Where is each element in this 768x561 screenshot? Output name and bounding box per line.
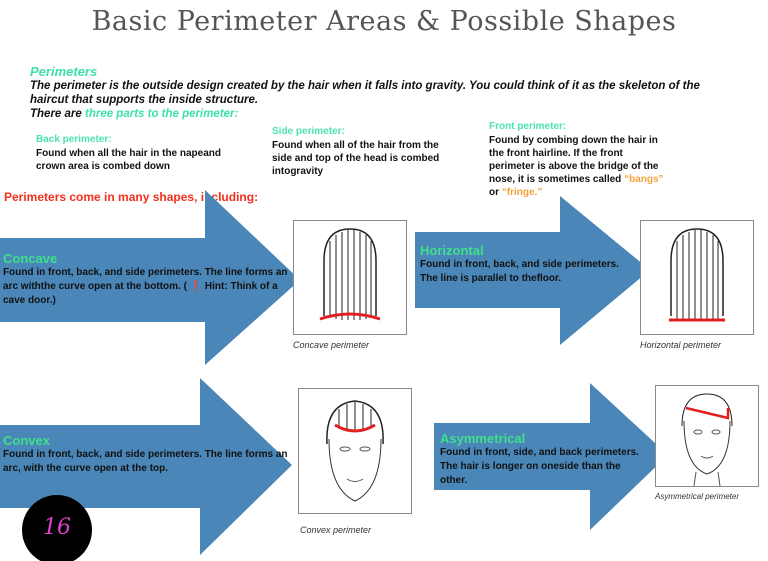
hair-back-concave-icon <box>319 228 381 321</box>
asymmetrical-body: Found in front, side, and back perimeter… <box>440 447 639 486</box>
or-text: or <box>489 187 502 198</box>
convex-caption: Convex perimeter <box>300 525 372 535</box>
concave-hint: Hint: Think of a cave door.) <box>3 281 278 306</box>
asymmetrical-illustration <box>655 385 759 487</box>
page-number-badge: 16 <box>22 495 92 561</box>
side-perimeter: Side perimeter: Found when all of the ha… <box>272 126 447 178</box>
convex-text: Convex Found in front, back, and side pe… <box>3 434 298 476</box>
concave-illustration <box>293 220 407 335</box>
asymmetrical-caption: Asymmetrical perimeter <box>655 492 740 501</box>
intro-heading: Perimeters <box>30 64 98 79</box>
front-perimeter-heading: Front perimeter: <box>489 121 567 132</box>
concave-body: Found in front, back, and side perimeter… <box>3 267 288 292</box>
hair-back-horizontal-icon <box>669 228 725 322</box>
asymmetrical-arrow <box>434 383 668 530</box>
concave-caption: Concave perimeter <box>293 340 370 350</box>
asymmetrical-text: Asymmetrical Found in front, side, and b… <box>440 432 645 488</box>
back-perimeter: Back perimeter: Found when all the hair … <box>36 134 226 173</box>
parts-highlight: three parts to the perimeter: <box>84 108 239 120</box>
horizontal-arrow <box>415 196 650 345</box>
front-perimeter: Front perimeter: Found by combing down t… <box>489 121 669 199</box>
horizontal-text: Horizontal Found in front, back, and sid… <box>420 244 635 286</box>
front-body-text: Found by combing down the hair in the fr… <box>489 135 659 185</box>
bangs-term: “bangs” <box>624 174 664 185</box>
concave-arrow <box>0 190 300 365</box>
exclamation-icon: ❗ <box>189 281 203 292</box>
slide-title: Basic Perimeter Areas & Possible Shapes <box>91 6 677 37</box>
convex-title: Convex <box>3 433 50 448</box>
parts-prefix: There are <box>30 108 85 120</box>
front-perimeter-body: Found by combing down the hair in the fr… <box>489 134 669 199</box>
intro-parts: There are three parts to the perimeter: <box>30 107 730 121</box>
intro-section: Perimeters The perimeter is the outside … <box>30 64 730 121</box>
asymmetrical-title: Asymmetrical <box>440 431 526 446</box>
convex-arrow <box>0 378 292 555</box>
face-asymmetrical-fringe-icon <box>681 393 733 487</box>
concave-text: Concave Found in front, back, and side p… <box>3 252 293 308</box>
convex-illustration <box>298 388 412 514</box>
shapes-heading: Perimeters come in many shapes, includin… <box>4 190 259 204</box>
face-convex-fringe-icon <box>326 400 384 502</box>
back-perimeter-heading: Back perimeter: <box>36 134 112 145</box>
horizontal-illustration <box>640 220 754 335</box>
horizontal-title: Horizontal <box>420 243 484 258</box>
intro-body: The perimeter is the outside design crea… <box>30 80 700 106</box>
side-perimeter-heading: Side perimeter: <box>272 126 345 137</box>
horizontal-body: Found in front, back, and side perimeter… <box>420 259 619 284</box>
back-perimeter-body: Found when all the hair in the napeand c… <box>36 148 222 172</box>
convex-body: Found in front, back, and side perimeter… <box>3 449 288 474</box>
concave-title: Concave <box>3 251 58 266</box>
fringe-term: “fringe.” <box>501 187 543 198</box>
side-perimeter-body: Found when all of the hair from the side… <box>272 140 440 177</box>
horizontal-caption: Horizontal perimeter <box>640 340 722 350</box>
